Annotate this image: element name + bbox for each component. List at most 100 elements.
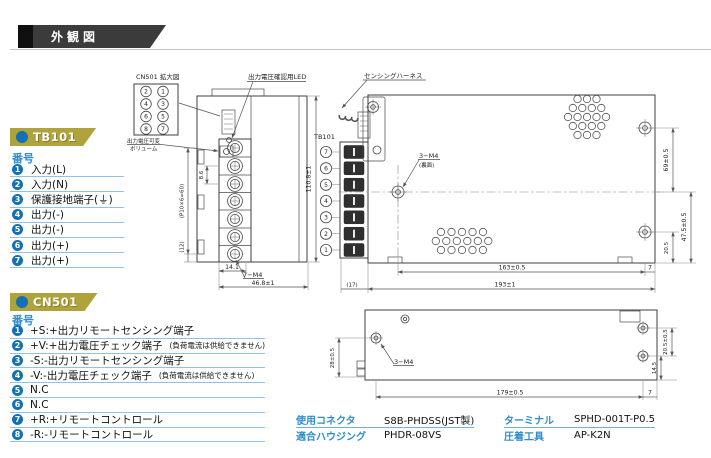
- item-label: -S:-出力リモートセンシング端子: [30, 355, 185, 367]
- item-label: 出力(-): [31, 224, 64, 237]
- svg-text:5: 5: [324, 182, 328, 189]
- dim-12: (12): [180, 241, 186, 252]
- list-item: 1 入力(L): [10, 162, 124, 178]
- item-label: N.C: [30, 398, 49, 411]
- dim-145: 14.5: [652, 361, 658, 374]
- volume-label-line2: ボリューム: [130, 145, 158, 153]
- back-screw-note: (裏面): [419, 161, 434, 169]
- side-chassis: [364, 309, 658, 381]
- page-title: 外観図: [51, 30, 100, 44]
- dim-69: 69±0.5: [663, 148, 670, 171]
- tb101-badge: TB101: [10, 128, 96, 146]
- dim-height: 110.8±1: [306, 166, 313, 193]
- dim-141: 14.1: [225, 264, 239, 271]
- row-value: S8B-PHDSS(JST製): [384, 416, 475, 427]
- front-view-drawing: CN501 拡大図 2 1 4 3 6 5 8 7 出力電圧確認用LED 出力電…: [127, 72, 320, 290]
- cn501-badge: CN501: [10, 293, 98, 311]
- svg-text:7: 7: [161, 126, 165, 133]
- front-chassis: [196, 95, 308, 263]
- item-label: +S:+出力リモートセンシング端子: [30, 325, 195, 338]
- svg-text:1: 1: [324, 247, 328, 254]
- side-screw-label: 3−M4: [394, 358, 413, 366]
- row-label: ターミナル: [504, 416, 554, 427]
- cn501-col-header: 番号: [12, 314, 34, 327]
- dim-205s: 20.5±0.5: [663, 329, 669, 355]
- terminal-screws: [227, 140, 243, 262]
- dim-28: 28±0.5: [330, 347, 336, 368]
- number-badge: 3: [12, 193, 23, 205]
- header-divider: [10, 49, 711, 50]
- item-note: (負荷電流は供給できません): [169, 341, 266, 351]
- dim-86: 8.6: [199, 170, 205, 179]
- svg-text:1: 1: [161, 89, 165, 96]
- svg-text:6: 6: [144, 114, 148, 121]
- dim-179: 179±0.5: [497, 390, 524, 397]
- dim-193: 193±1: [495, 282, 516, 289]
- number-badge: 1: [12, 325, 23, 337]
- list-item: 3 保護接地端子(⏚): [10, 192, 124, 208]
- volume-label-line1: 出力電圧可変: [127, 137, 161, 145]
- list-item: 4-V:-出力電圧チェック端子(負荷電流は供給できません): [10, 368, 265, 384]
- row-value: SPHD-001T-P0.5: [574, 414, 656, 425]
- cn501-list: 1+S:+出力リモートセンシング端子 2+V:+出力電圧チェック端子(負荷電流は…: [10, 324, 266, 443]
- side-screw-icon: [636, 321, 650, 335]
- item-label: 出力(+): [31, 254, 69, 267]
- row-value: PHDR-08VS: [384, 430, 442, 441]
- svg-text:3: 3: [161, 101, 165, 108]
- terminal-block-side: [339, 141, 369, 259]
- top-view-drawing: TB101 7 6 5 4 3 2 1: [313, 71, 696, 293]
- dim-475: 47.5±0.5: [681, 213, 688, 242]
- number-badge: 3: [12, 354, 23, 366]
- number-badge: 4: [12, 209, 23, 221]
- cn501-connector: [221, 109, 236, 135]
- item-label: N.C: [30, 384, 49, 397]
- svg-text:4: 4: [324, 198, 328, 205]
- item-label: 保護接地端子(⏚): [31, 193, 113, 206]
- item-label: 入力(L): [31, 163, 67, 176]
- tb101-col-header: 番号: [12, 152, 34, 165]
- cn501-detail-box: [133, 83, 179, 136]
- sensing-harness-connector: [338, 111, 371, 139]
- table-row: 適合ハウジング PHDR-08VS: [296, 428, 474, 443]
- tb101-pin-numbers: 7 6 5 4 3 2 1: [319, 145, 340, 256]
- number-badge: 1: [12, 163, 23, 175]
- dim-pitch: (P10×6=60): [180, 184, 186, 218]
- list-item: 8-R:-リモートコントロール: [10, 428, 265, 443]
- cn501-badge-label: CN501: [33, 295, 78, 309]
- number-badge: 2: [12, 178, 23, 190]
- svg-text:8: 8: [144, 126, 148, 133]
- bullet-icon: [16, 296, 28, 308]
- number-badge: 8: [12, 428, 23, 440]
- terminal-block: [218, 138, 252, 263]
- item-note: (負荷電流は供給できません): [158, 370, 255, 380]
- connector-table-col1: 使用コネクタ S8B-PHDSS(JST製) 適合ハウジング PHDR-08VS: [296, 412, 475, 443]
- svg-text:2: 2: [144, 89, 148, 96]
- dim-205: 20.5: [664, 241, 670, 254]
- side-screw-icon: [369, 331, 383, 345]
- table-row: 圧着工具 AP-K2N: [504, 428, 655, 443]
- section-header: 外観図: [33, 25, 166, 48]
- svg-text:7: 7: [324, 149, 328, 156]
- item-label: 出力(-): [31, 209, 64, 222]
- svg-text:3: 3: [324, 215, 328, 222]
- bracket-screw-icon: [365, 99, 381, 115]
- list-item: 6 出力(+): [10, 238, 124, 254]
- dim-17: (17): [346, 283, 357, 289]
- list-item: 1 +S:+出力リモートセンシング端子: [10, 324, 265, 339]
- item-label: 出力(+): [31, 239, 69, 252]
- list-item: 7+R:+リモートコントロール: [10, 413, 265, 428]
- top-flange: [211, 88, 265, 97]
- dim-7: 7: [648, 265, 652, 272]
- row-label: 圧着工具: [504, 432, 544, 443]
- harness-bracket: [362, 96, 386, 162]
- back-screw-label: 3−M4: [419, 152, 438, 160]
- item-label: -V:-出力電圧チェック端子: [30, 369, 152, 382]
- dim-7s: 7: [648, 390, 652, 397]
- row-label: 適合ハウジング: [296, 432, 366, 443]
- bullet-icon: [16, 131, 28, 143]
- number-badge: 6: [12, 239, 23, 251]
- number-badge: 7: [12, 254, 23, 266]
